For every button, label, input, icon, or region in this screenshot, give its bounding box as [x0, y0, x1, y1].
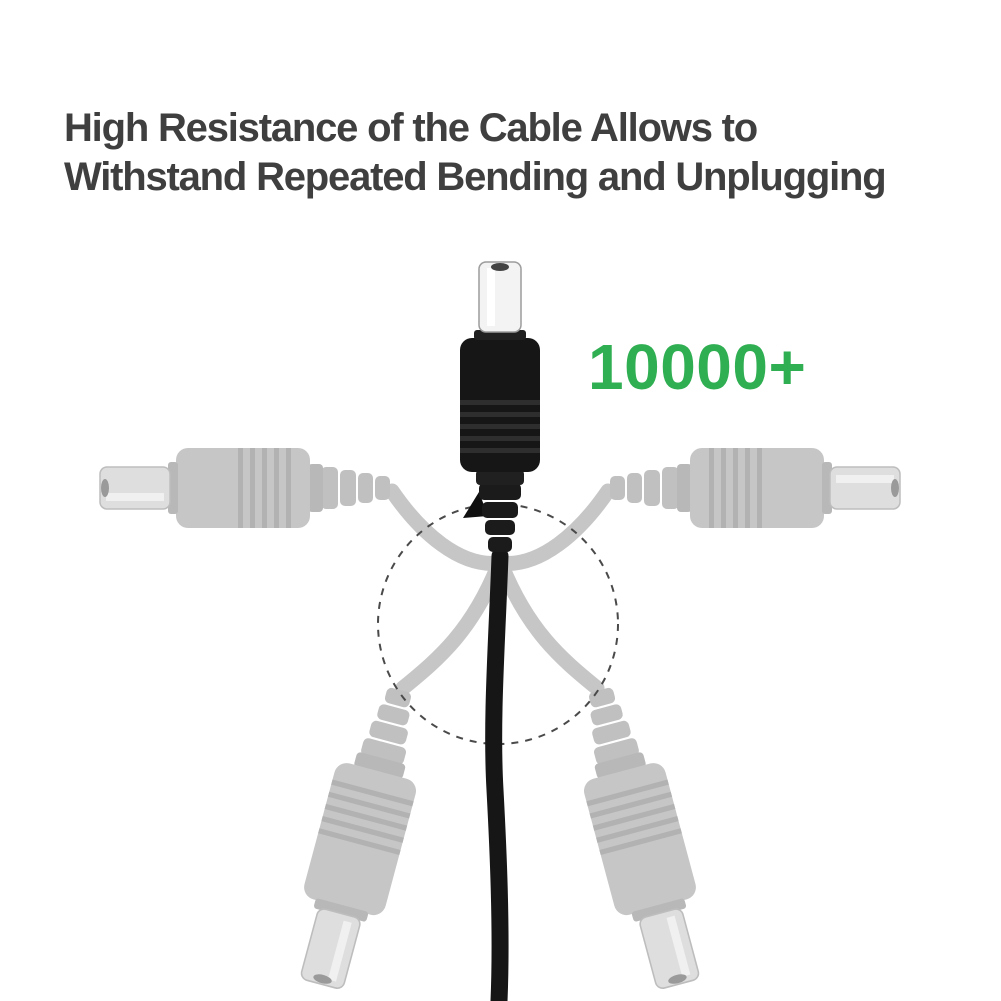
ghost-cable-left [384, 483, 508, 571]
headline-line-2: Withstand Repeated Bending and Unpluggin… [64, 154, 887, 199]
ghost-cable-lower-left [395, 558, 506, 696]
dc-plug-center-icon [460, 261, 540, 552]
durability-count: 10000+ [588, 331, 807, 403]
headline: High Resistance of the Cable Allows to W… [64, 104, 887, 202]
ghost-cable-lower-right [494, 558, 605, 696]
main-cable [485, 547, 509, 1001]
ghost-cable-right [492, 483, 616, 571]
dc-plug-left-ghost-icon [99, 448, 390, 528]
dc-plug-right-ghost-icon [610, 448, 901, 528]
bend-direction-arrow-icon [463, 492, 488, 518]
headline-line-1: High Resistance of the Cable Allows to [64, 106, 758, 150]
dc-plug-lower-right-ghost-icon [584, 687, 700, 989]
dc-plug-lower-left-ghost-icon [300, 687, 416, 989]
